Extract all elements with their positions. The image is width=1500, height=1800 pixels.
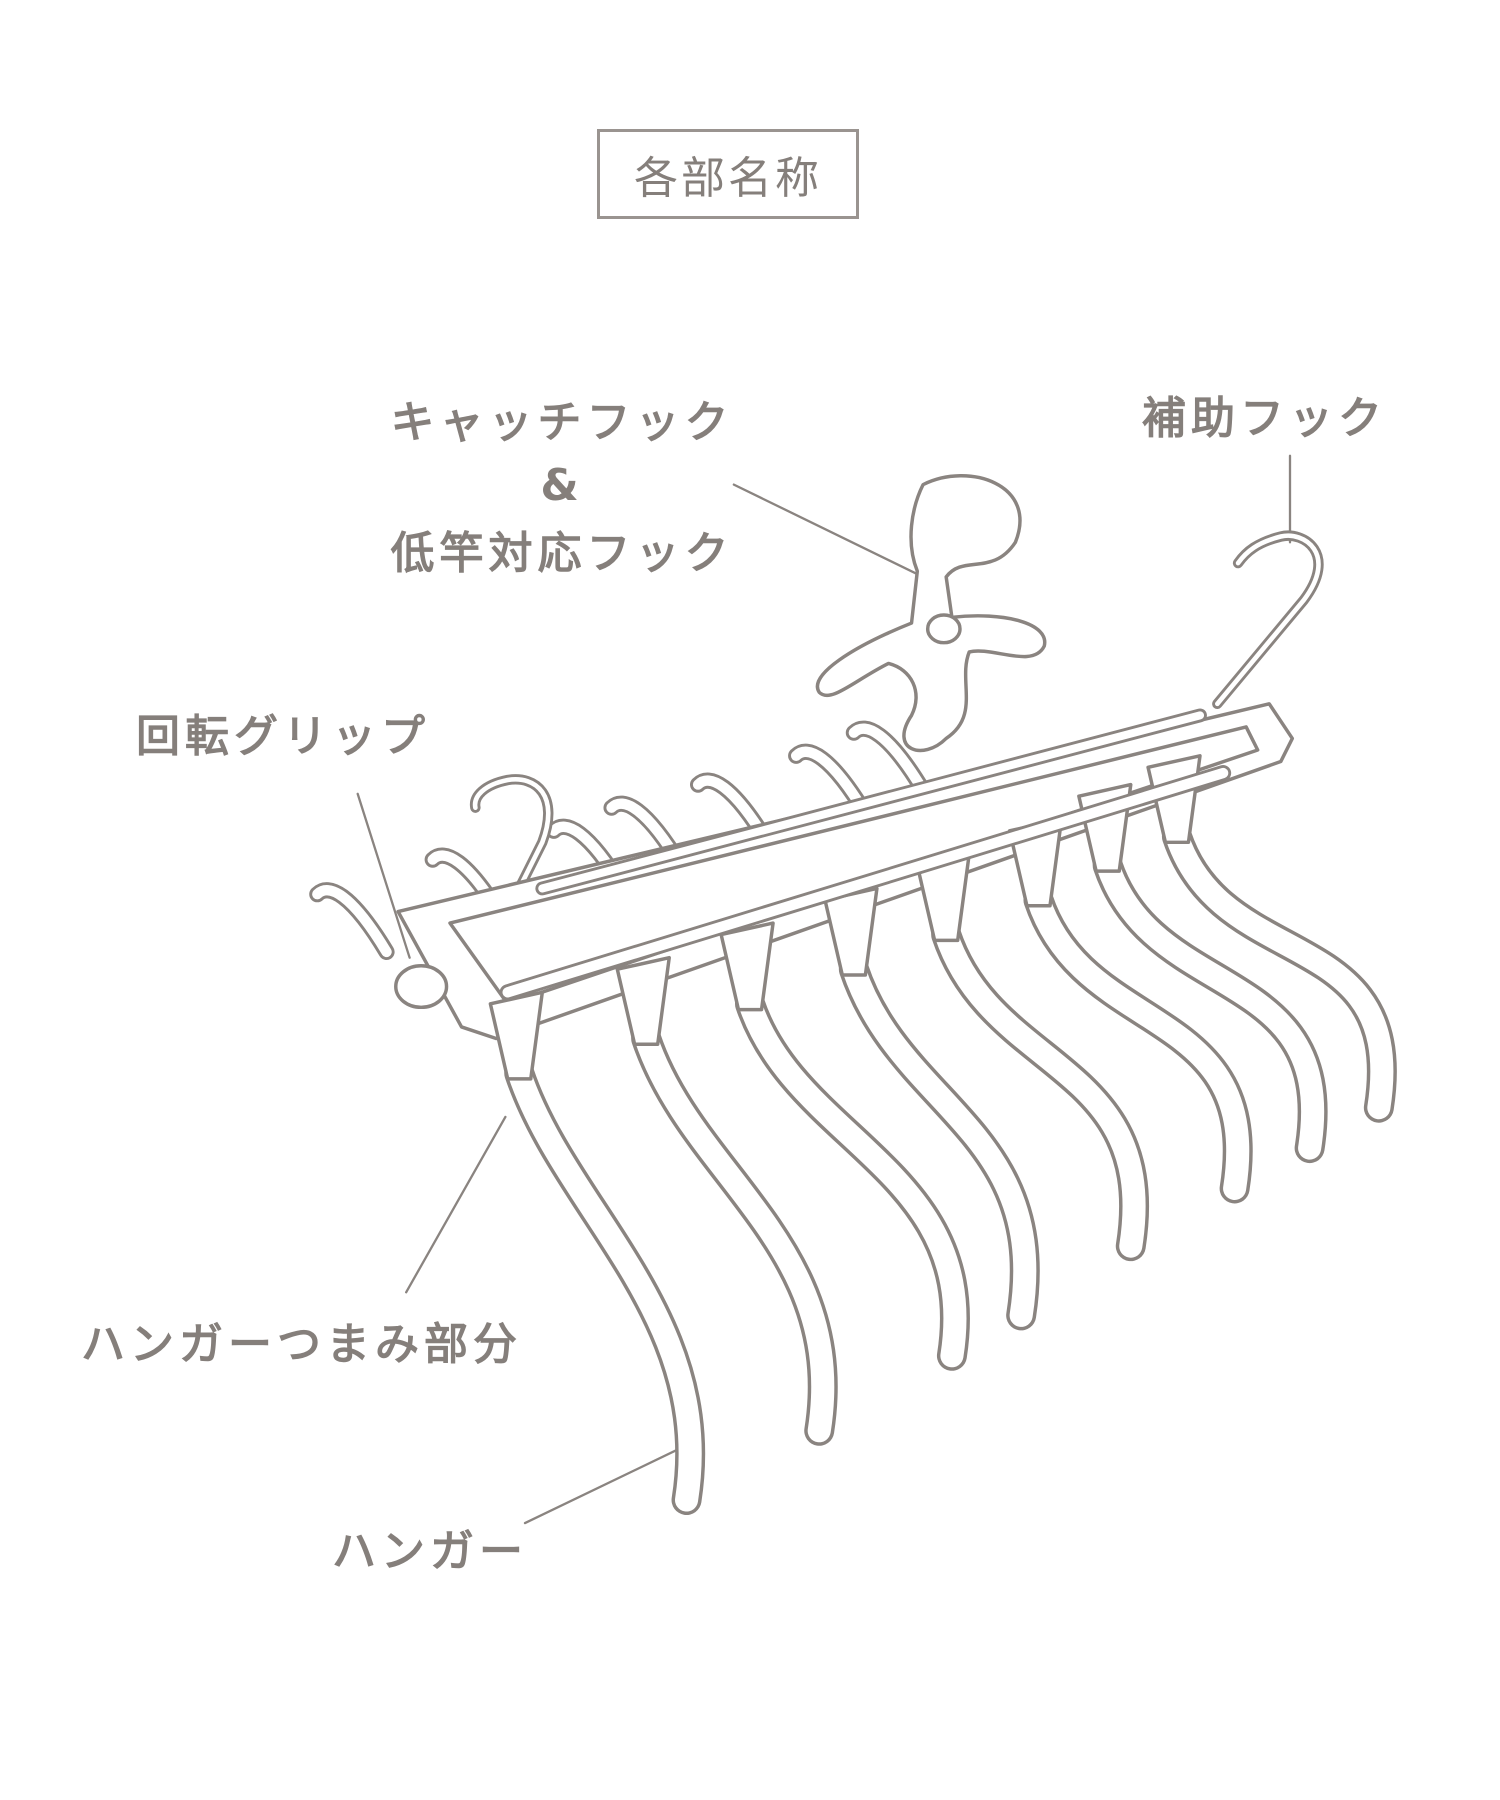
hanger-arm [738,992,967,1368]
aux-hook [1212,530,1324,710]
label-catch-hook-line2: 低竿対応フック [390,528,734,579]
hanger-arm [1165,824,1394,1120]
clip-hook [848,723,929,796]
hanger-knob [615,955,671,1046]
clip-hook [790,746,871,819]
label-hanger-knob: ハンガーつまみ部分 [81,1319,522,1370]
hanger-knob [488,990,545,1081]
leader-catch-hook [732,483,925,579]
page-title: 各部名称 [634,153,822,204]
hanger-arm [1026,888,1250,1200]
hanger-arm [634,1026,835,1443]
hanger-arm [507,1061,702,1512]
leader-rotating-grip [356,792,411,959]
hanger-arm [934,923,1146,1258]
hanger-knob [823,886,879,977]
clip-hook [312,885,392,958]
label-catch-hook-line1: キャッチフック [390,397,734,448]
hanger-arm [842,957,1037,1327]
label-catch-hook: キャッチフック & 低竿対応フック [372,386,752,581]
label-aux-hook: 補助フック [1142,393,1387,444]
label-catch-hook-amp: & [540,460,584,511]
hanger-arms [488,754,1397,1515]
hanger-arm [1096,853,1325,1160]
label-hanger: ハンガー [332,1526,528,1577]
title-box: 各部名称 [597,129,859,219]
leader-hanger-knob [405,1115,507,1294]
catch-hook [815,474,1047,753]
hanger-knob [719,921,775,1012]
label-rotating-grip: 回転グリップ [136,711,430,762]
leader-hanger [523,1446,682,1525]
rotating-grip [394,964,449,1010]
